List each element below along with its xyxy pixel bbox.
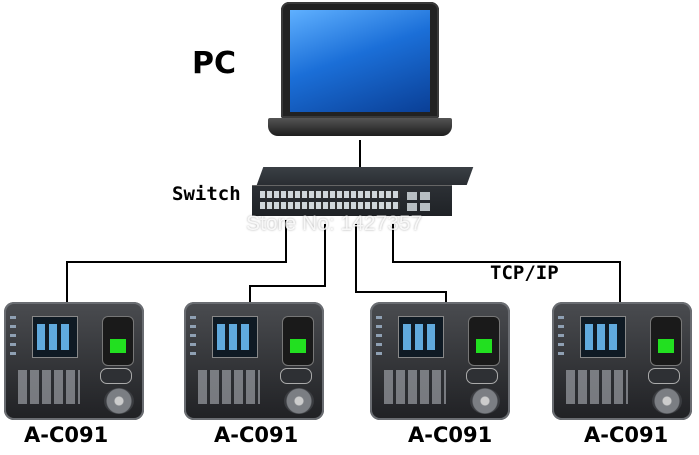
card-reader-icon [280, 368, 312, 384]
switch-label: Switch [172, 183, 241, 205]
terminal-nav-pad [284, 388, 314, 414]
tcpip-label: TCP/IP [490, 262, 559, 284]
terminal-nav-pad [470, 388, 500, 414]
device-label: A-C091 [408, 423, 493, 447]
device-label: A-C091 [584, 423, 669, 447]
fingerprint-sensor-icon [468, 316, 500, 366]
terminal-body [184, 302, 324, 420]
device-label: A-C091 [214, 423, 299, 447]
attendance-terminal-icon [184, 302, 324, 420]
switch-to-device-3-wire [355, 224, 447, 304]
switch-sfp-port [407, 203, 417, 211]
switch-to-device-1-wire [66, 220, 287, 304]
terminal-screen [32, 316, 78, 358]
switch-to-device-4-wire [392, 224, 621, 304]
switch-sfp-port [420, 203, 430, 211]
switch-port-row [260, 191, 400, 198]
terminal-screen [580, 316, 626, 358]
attendance-terminal-icon [4, 302, 144, 420]
device-label: A-C091 [24, 423, 109, 447]
terminal-nav-pad [652, 388, 682, 414]
terminal-body [552, 302, 692, 420]
switch-front-panel [252, 185, 452, 216]
terminal-leds [376, 316, 382, 356]
terminal-keypad [566, 370, 628, 404]
store-watermark: Store No: 1427357 [246, 212, 423, 235]
laptop-base [268, 118, 452, 136]
network-switch-icon [252, 167, 474, 229]
fingerprint-sensor-icon [102, 316, 134, 366]
card-reader-icon [648, 368, 680, 384]
laptop-screen [290, 10, 430, 112]
terminal-screen [212, 316, 258, 358]
terminal-body [370, 302, 510, 420]
card-reader-icon [466, 368, 498, 384]
terminal-keypad [18, 370, 80, 404]
fingerprint-sensor-icon [650, 316, 682, 366]
terminal-keypad [198, 370, 260, 404]
attendance-terminal-icon [552, 302, 692, 420]
terminal-leds [10, 316, 16, 356]
terminal-screen [398, 316, 444, 358]
laptop-lid [281, 2, 439, 118]
switch-top-panel [256, 167, 474, 185]
terminal-leds [558, 316, 564, 356]
terminal-nav-pad [104, 388, 134, 414]
pc-label: PC [192, 46, 237, 81]
terminal-body [4, 302, 144, 420]
switch-port-row [260, 202, 400, 209]
switch-to-device-2-wire [249, 224, 326, 304]
switch-sfp-port [407, 192, 417, 200]
terminal-leds [190, 316, 196, 356]
switch-sfp-port [420, 192, 430, 200]
attendance-terminal-icon [370, 302, 510, 420]
fingerprint-sensor-icon [282, 316, 314, 366]
terminal-keypad [384, 370, 446, 404]
laptop-icon [268, 2, 452, 138]
card-reader-icon [100, 368, 132, 384]
